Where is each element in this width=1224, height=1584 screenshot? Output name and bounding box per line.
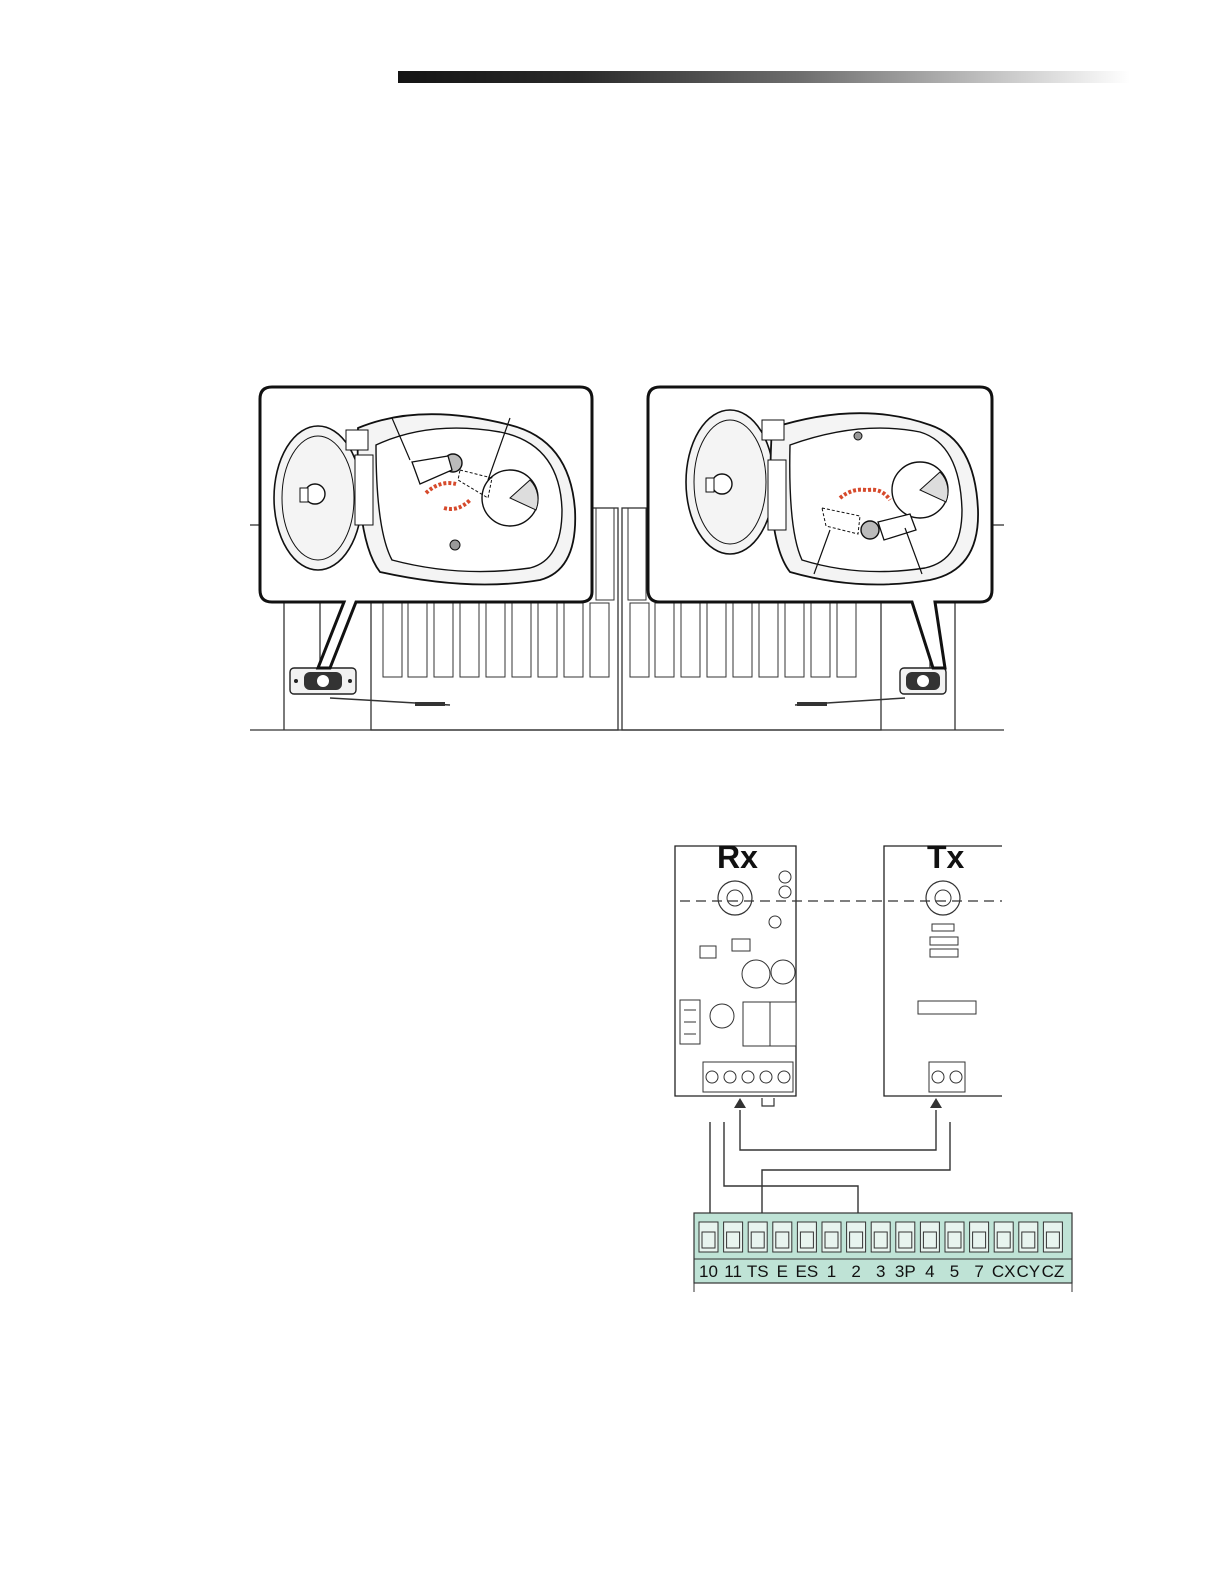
terminal-label-2: 2: [851, 1262, 860, 1281]
rx-board: [675, 846, 796, 1106]
terminal-label-E: E: [777, 1262, 788, 1281]
right-motor-unit: [795, 668, 946, 706]
terminal-label-5: 5: [950, 1262, 959, 1281]
left-detail-callout: [260, 387, 592, 668]
terminal-label-7: 7: [974, 1262, 983, 1281]
terminal-label-CX: CX: [992, 1262, 1016, 1281]
terminal-label-10: 10: [699, 1262, 718, 1281]
terminal-label-TS: TS: [747, 1262, 769, 1281]
terminal-label-ES: ES: [796, 1262, 819, 1281]
terminal-label-11: 11: [724, 1262, 742, 1281]
terminal-label-3P: 3P: [895, 1262, 916, 1281]
terminal-label-1: 1: [827, 1262, 836, 1281]
rx-label: Rx: [717, 839, 758, 875]
left-motor-unit: [290, 668, 450, 706]
tx-board: [884, 846, 1002, 1096]
terminal-label-4: 4: [925, 1262, 934, 1281]
terminal-label-3: 3: [876, 1262, 885, 1281]
terminal-label-CY: CY: [1016, 1262, 1040, 1281]
wiring-lines: [710, 1110, 950, 1228]
tx-label: Tx: [927, 839, 965, 875]
terminal-label-CZ: CZ: [1042, 1262, 1065, 1281]
